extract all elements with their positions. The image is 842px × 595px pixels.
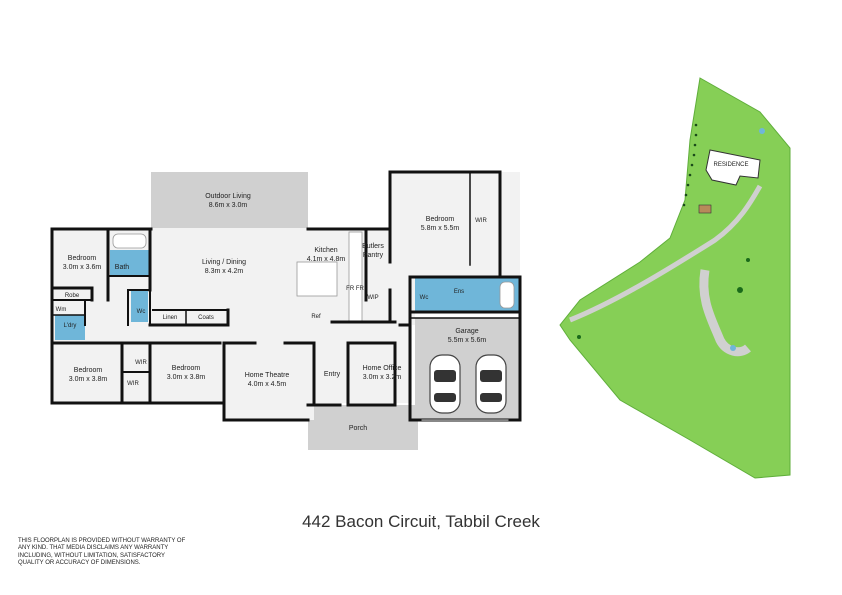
car-icon — [429, 354, 461, 414]
tree-row — [682, 123, 698, 207]
disclaimer-text: THIS FLOORPLAN IS PROVIDED WITHOUT WARRA… — [18, 538, 186, 567]
ens-bathtub — [499, 281, 515, 309]
living-dining-name: Living / Dining — [202, 259, 246, 266]
bathtub — [112, 233, 147, 249]
windows — [60, 228, 510, 422]
site-plan: RESIDENCE — [559, 77, 791, 479]
bath-label: Bath — [115, 264, 130, 271]
frfr-label: FR FR — [346, 286, 364, 292]
wc-left-floor — [131, 290, 148, 322]
outdoor-living-area — [151, 172, 308, 228]
bedroom-bl-dims: 3.0m x 3.8m — [69, 376, 108, 383]
shrub — [737, 287, 743, 293]
car-icon — [475, 354, 507, 414]
coats-label: Coats — [198, 315, 214, 321]
linen-label: Linen — [163, 315, 178, 321]
wm-label: Wm — [56, 307, 67, 313]
entry-label: Entry — [324, 371, 341, 378]
wir-b-label: WIR — [127, 381, 139, 387]
bath-floor — [110, 250, 150, 275]
wc-ens-label: Wc — [420, 295, 429, 301]
ldry-label: L'dry — [64, 323, 77, 329]
wip-label: WIP — [367, 295, 378, 301]
home-theatre-dims: 4.0m x 4.5m — [248, 381, 287, 388]
kitchen-dims: 4.1m x 4.8m — [307, 256, 346, 263]
driveway — [569, 184, 763, 323]
bedroom-bm-dims: 3.0m x 3.8m — [167, 374, 206, 381]
kitchen-bench — [348, 231, 363, 323]
water-tank — [730, 345, 736, 351]
robe-label: Robe — [65, 293, 80, 299]
bedroom-bl-name: Bedroom — [74, 367, 103, 374]
residence-label: RESIDENCE — [713, 162, 748, 168]
home-theatre-name: Home Theatre — [245, 372, 290, 379]
ens-label: Ens — [454, 289, 464, 295]
wir-master-label: WIR — [475, 218, 487, 224]
living-dining-dims: 8.3m x 4.2m — [205, 268, 244, 275]
residence-building — [705, 149, 761, 186]
ref-label: Ref — [311, 314, 321, 320]
porch-label: Porch — [349, 425, 367, 432]
bedroom-left-dims: 3.0m x 3.6m — [63, 264, 102, 271]
shrub — [577, 335, 581, 339]
garage-name: Garage — [455, 328, 478, 335]
bedroom-master-dims: 5.8m x 5.5m — [421, 225, 460, 232]
home-office-dims: 3.0m x 3.2m — [363, 374, 402, 381]
garage-dims: 5.5m x 5.6m — [448, 337, 487, 344]
bedroom-left-name: Bedroom — [68, 255, 97, 262]
kitchen-name: Kitchen — [314, 247, 337, 254]
butlers-name: Butlers — [362, 243, 384, 250]
outdoor-living-dims: 8.6m x 3.0m — [209, 202, 248, 209]
driveway-branch — [699, 269, 751, 357]
bedroom-bm-name: Bedroom — [172, 365, 201, 372]
outdoor-living-name: Outdoor Living — [205, 193, 251, 200]
laundry-floor — [55, 315, 85, 340]
butlers-name2: Pantry — [363, 252, 384, 259]
home-office-name: Home Office — [363, 365, 402, 372]
property-address-title: 442 Bacon Circuit, Tabbil Creek — [302, 512, 540, 531]
wc-left-label: Wc — [137, 309, 146, 315]
wir-a-label: WIR — [135, 360, 147, 366]
site-lot — [559, 77, 791, 479]
porch-area — [308, 405, 418, 450]
water-tank — [759, 128, 765, 134]
shed — [698, 204, 712, 214]
kitchen-island — [296, 261, 338, 297]
bedroom-master-name: Bedroom — [426, 216, 455, 223]
shrub — [746, 258, 750, 262]
